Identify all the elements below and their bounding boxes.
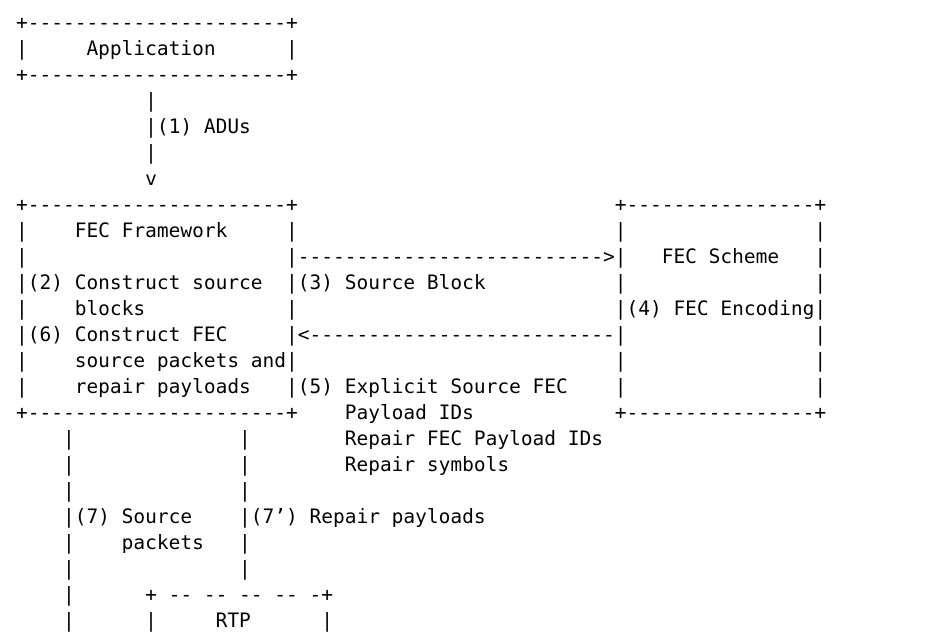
diagram-line: |(7) Source |(7’) Repair payloads (16, 505, 486, 528)
diagram-line: | repair payloads |(5) Explicit Source F… (16, 375, 827, 398)
diagram-line: |(2) Construct source |(3) Source Block … (16, 271, 827, 294)
diagram-line: |(6) Construct FEC |<-------------------… (16, 323, 827, 346)
diagram-line: | |-------------------------->| FEC Sche… (16, 245, 827, 268)
diagram-line: | | (16, 479, 251, 502)
diagram-line: | Application | (16, 37, 298, 60)
diagram-line: | source packets and| | | (16, 349, 827, 372)
diagram-line: | | RTP | (16, 609, 333, 632)
diagram-line: v (16, 167, 157, 190)
diagram-line: | blocks | |(4) FEC Encoding| (16, 297, 827, 320)
diagram-line: +----------------------+ Payload IDs +--… (16, 401, 827, 424)
diagram-line: | | Repair symbols (16, 453, 510, 476)
diagram-line: | (16, 141, 157, 164)
diagram-line: | (16, 89, 157, 112)
ascii-diagram: +----------------------+ | Application |… (16, 10, 826, 634)
diagram-line: | FEC Framework | | | (16, 219, 827, 242)
diagram-line: | + -- -- -- -- -+ (16, 583, 333, 606)
diagram-line: +----------------------+ (16, 63, 298, 86)
diagram-line: | | (16, 557, 251, 580)
diagram-line: |(1) ADUs (16, 115, 251, 138)
diagram-line: +----------------------+ +--------------… (16, 193, 827, 216)
diagram-line: +----------------------+ (16, 11, 298, 34)
diagram-line: | packets | (16, 531, 251, 554)
diagram-line: | | Repair FEC Payload IDs (16, 427, 603, 450)
